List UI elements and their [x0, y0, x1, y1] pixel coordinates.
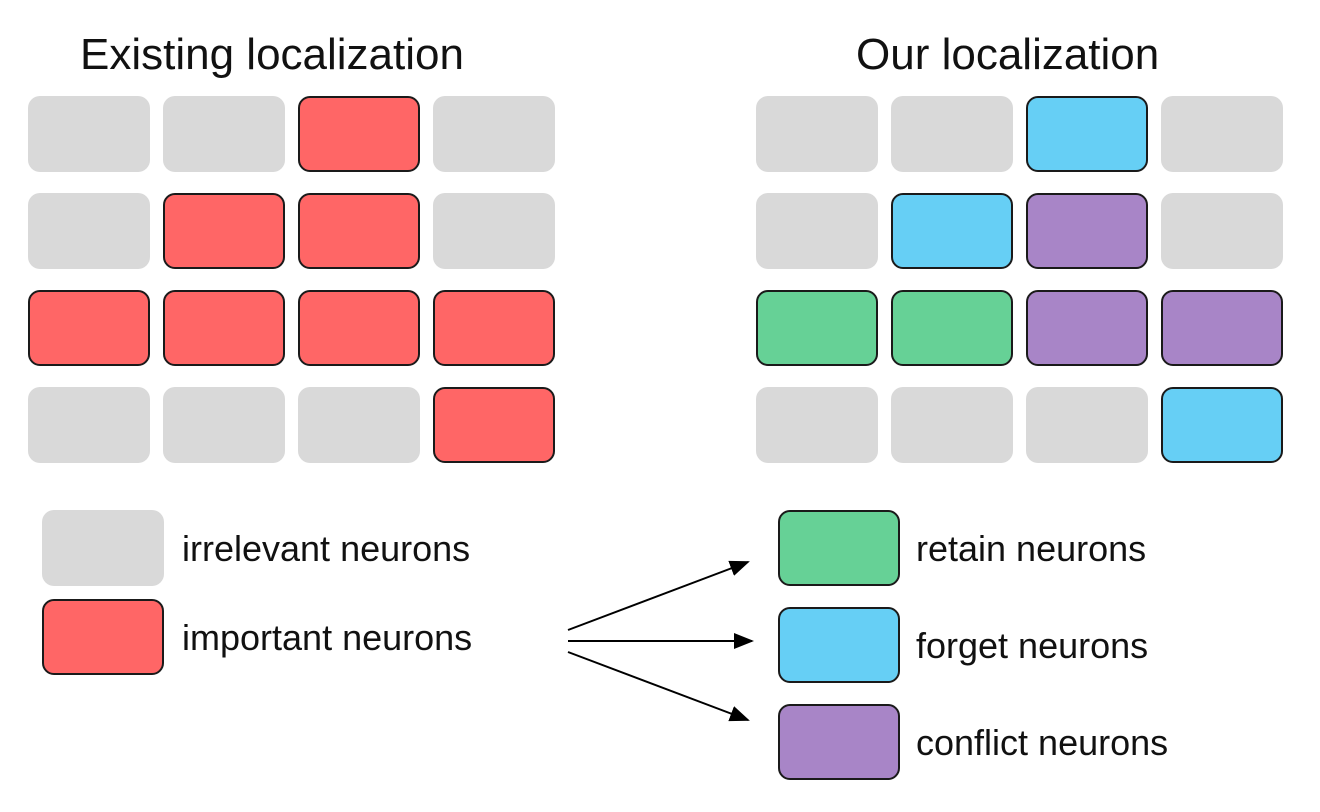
arrow-to-conflict: [567, 651, 750, 722]
existing-neuron-important: [433, 387, 555, 463]
existing-neuron-irrelevant: [28, 387, 150, 463]
legend-forget-label: forget neurons: [916, 625, 1149, 666]
our-neuron-retain: [756, 290, 878, 366]
our-neuron-conflict: [1026, 193, 1148, 269]
legend-conflict-label: conflict neurons: [916, 722, 1169, 763]
existing-neuron-irrelevant: [298, 387, 420, 463]
our-neuron-forget: [1026, 96, 1148, 172]
existing-neuron-important: [163, 290, 285, 366]
our-neuron-irrelevant: [1026, 387, 1148, 463]
existing-neuron-irrelevant: [163, 387, 285, 463]
our-neuron-irrelevant: [756, 387, 878, 463]
our-neuron-conflict: [1161, 290, 1283, 366]
our-localization-title: Our localization: [856, 30, 1160, 79]
existing-neuron-important: [298, 193, 420, 269]
our-neuron-irrelevant: [756, 193, 878, 269]
legend-conflict-swatch: [778, 704, 900, 780]
existing-localization-title: Existing localization: [80, 30, 464, 79]
legend-important-label: important neurons: [182, 617, 473, 658]
existing-neuron-important: [298, 290, 420, 366]
legend-important-swatch: [42, 599, 164, 675]
existing-neuron-important: [298, 96, 420, 172]
existing-neuron-important: [28, 290, 150, 366]
our-neuron-irrelevant: [891, 387, 1013, 463]
existing-neuron-irrelevant: [28, 96, 150, 172]
legend-retain-label: retain neurons: [916, 528, 1147, 569]
existing-neuron-important: [163, 193, 285, 269]
legend-irrelevant-swatch: [42, 510, 164, 586]
arrow-to-retain: [567, 560, 750, 631]
our-neuron-irrelevant: [756, 96, 878, 172]
our-neuron-forget: [1161, 387, 1283, 463]
our-neuron-retain: [891, 290, 1013, 366]
our-neuron-conflict: [1026, 290, 1148, 366]
legend-forget-swatch: [778, 607, 900, 683]
existing-neuron-important: [433, 290, 555, 366]
existing-neuron-irrelevant: [433, 193, 555, 269]
existing-neuron-irrelevant: [433, 96, 555, 172]
existing-neuron-irrelevant: [163, 96, 285, 172]
our-neuron-forget: [891, 193, 1013, 269]
existing-neuron-irrelevant: [28, 193, 150, 269]
our-neuron-irrelevant: [1161, 96, 1283, 172]
legend-irrelevant-label: irrelevant neurons: [182, 528, 471, 569]
our-neuron-irrelevant: [891, 96, 1013, 172]
our-neuron-irrelevant: [1161, 193, 1283, 269]
legend-retain-swatch: [778, 510, 900, 586]
